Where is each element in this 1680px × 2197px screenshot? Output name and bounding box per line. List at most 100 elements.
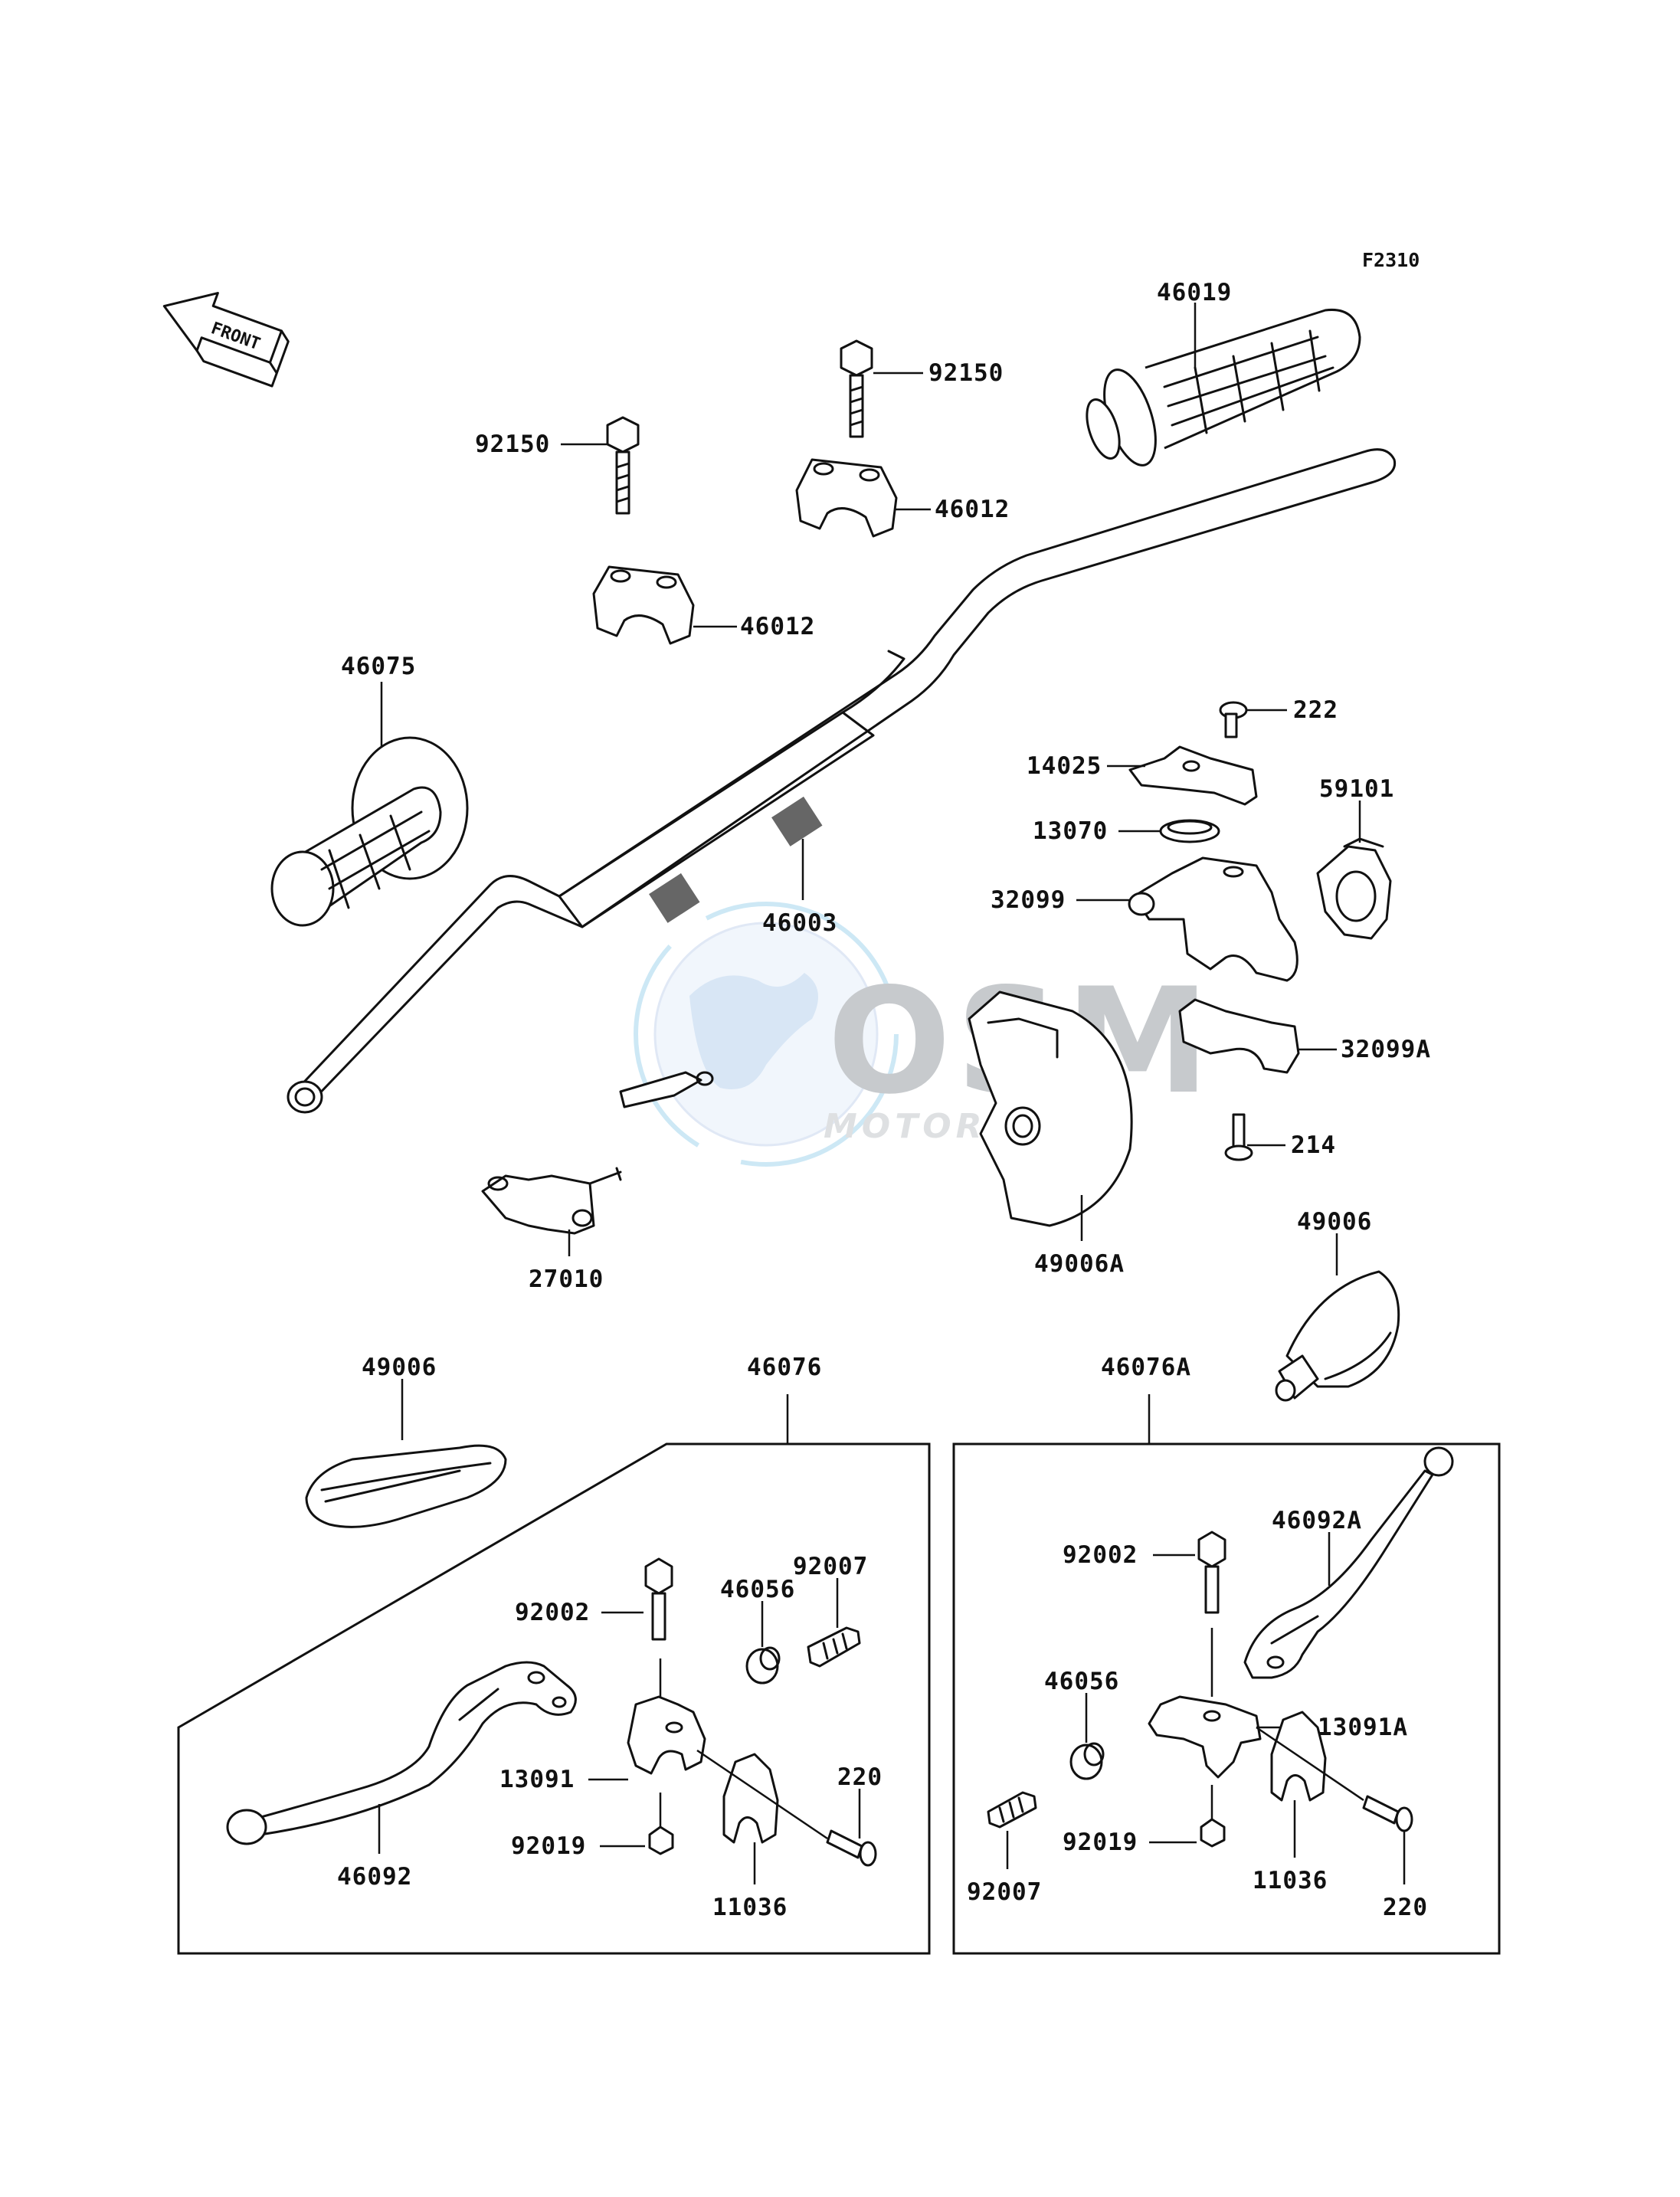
- label-92150-left: 92150: [475, 431, 550, 458]
- holder-13091A: [1148, 1695, 1262, 1779]
- switch-connector: [619, 1071, 702, 1108]
- guard-collar: [1004, 1106, 1041, 1146]
- clamp-body: [795, 458, 898, 538]
- label-32099: 32099: [991, 886, 1066, 914]
- label-222: 222: [1293, 696, 1338, 724]
- label-46056-left: 46056: [720, 1576, 795, 1603]
- watermark-ring: [634, 902, 899, 1167]
- label-92019-right: 92019: [1063, 1829, 1138, 1856]
- grip-ribs-long: [320, 810, 431, 890]
- nut-92019-left: [648, 1825, 674, 1855]
- housing-cable-port: [1128, 892, 1155, 916]
- guard-clamp-edge: [987, 1017, 1059, 1059]
- label-92007-left: 92007: [793, 1553, 868, 1580]
- label-13091A: 13091A: [1318, 1714, 1408, 1741]
- guard-rim: [1324, 1331, 1392, 1380]
- switch-screw: [487, 1176, 509, 1191]
- lever-pivot-hole: [1266, 1655, 1285, 1669]
- nut-body: [1200, 1818, 1226, 1848]
- label-46056-right: 46056: [1044, 1668, 1119, 1695]
- handlebar-left-end: [287, 1080, 323, 1114]
- grip-sleeve: [1086, 398, 1121, 460]
- lever-slot: [458, 1688, 499, 1721]
- label-92150-upper: 92150: [928, 359, 1004, 387]
- watermark-continent-shape: [689, 973, 818, 1089]
- handlebar-bore: [294, 1087, 316, 1107]
- adjuster-92007-right: [987, 1791, 1037, 1829]
- throttle-grip-46019: [1086, 308, 1361, 467]
- screw-head: [1224, 1144, 1253, 1161]
- switch-body: [481, 1174, 595, 1235]
- pulley-tab: [1343, 837, 1384, 848]
- bolt-shank: [1204, 1565, 1220, 1614]
- bolt-threads: [615, 462, 630, 503]
- label-49006-left: 49006: [362, 1354, 437, 1381]
- holder-13091: [627, 1695, 706, 1775]
- screw-220-left: [696, 1749, 877, 1867]
- screw-222: [1219, 701, 1248, 738]
- holder-body: [627, 1695, 706, 1775]
- clamp-bolt-hole: [813, 462, 834, 476]
- bolt-shank: [615, 450, 630, 515]
- screw-head: [859, 1841, 877, 1867]
- guard-body: [968, 990, 1133, 1227]
- ring-outer: [1159, 819, 1220, 843]
- bolt-head: [644, 1557, 673, 1595]
- label-46076A: 46076A: [1101, 1354, 1191, 1381]
- bolt-92002-left: [644, 1557, 673, 1641]
- lever-ball-end: [1423, 1446, 1454, 1477]
- handlebar-pad-knurl-left: [649, 873, 700, 923]
- knob-46056-right: [1069, 1742, 1105, 1780]
- grip-ribs-cross: [1194, 329, 1321, 434]
- label-46076: 46076: [747, 1354, 822, 1381]
- pulley-body: [1316, 845, 1392, 940]
- clamp-46012-upper: [795, 458, 898, 538]
- axis-line-screw-left: [696, 1749, 828, 1840]
- guard-slot: [324, 1469, 461, 1503]
- axis-line-screw-right: [1256, 1726, 1364, 1802]
- clamp-bolt-hole: [656, 575, 677, 589]
- grip-ribs: [1163, 336, 1335, 427]
- label-92002-right: 92002: [1063, 1541, 1138, 1569]
- label-214: 214: [1291, 1131, 1336, 1159]
- lever-pivot-hole-2: [552, 1696, 567, 1708]
- housing-hole: [1223, 866, 1244, 878]
- screw-220-right: [1256, 1726, 1413, 1832]
- adjuster-body: [807, 1626, 861, 1668]
- housing-body: [1132, 856, 1298, 982]
- housing-32099A: [1178, 998, 1300, 1074]
- label-92019-left: 92019: [511, 1832, 586, 1860]
- clamp-body: [722, 1753, 779, 1844]
- lever-body: [251, 1661, 577, 1836]
- label-92007-right: 92007: [967, 1878, 1042, 1906]
- label-13091: 13091: [499, 1766, 575, 1793]
- lever-ball-end: [226, 1809, 267, 1845]
- bolt-92002-right: [1197, 1531, 1226, 1614]
- handlebar-lower-edge: [309, 481, 1373, 1105]
- label-27010: 27010: [529, 1265, 604, 1293]
- label-46019: 46019: [1157, 279, 1232, 306]
- screw-shank: [1224, 712, 1238, 738]
- guard-49006-right: [1275, 1270, 1400, 1402]
- adjuster-92007-left: [807, 1626, 861, 1668]
- label-46092: 46092: [337, 1863, 412, 1891]
- grip-end-cap: [270, 850, 335, 927]
- ring-inner: [1167, 820, 1213, 835]
- pulley-59101: [1316, 837, 1392, 940]
- label-11036-left: 11036: [712, 1894, 788, 1921]
- bolt-head: [606, 416, 640, 453]
- clamp-bolt-hole: [610, 569, 631, 583]
- guard-shell: [305, 1444, 507, 1528]
- guard-collar-bore: [1012, 1114, 1033, 1138]
- bolt-92150-left: [606, 416, 640, 515]
- nut-92019-right: [1200, 1818, 1226, 1848]
- grip-ribs: [328, 814, 411, 909]
- guard-49006-left: [305, 1444, 507, 1528]
- holder-body: [1148, 1695, 1262, 1779]
- housing-lower-body: [1178, 998, 1300, 1074]
- pulley-bore: [1335, 870, 1377, 922]
- clamp-bolt-hole: [859, 468, 880, 482]
- label-46092A: 46092A: [1272, 1507, 1362, 1534]
